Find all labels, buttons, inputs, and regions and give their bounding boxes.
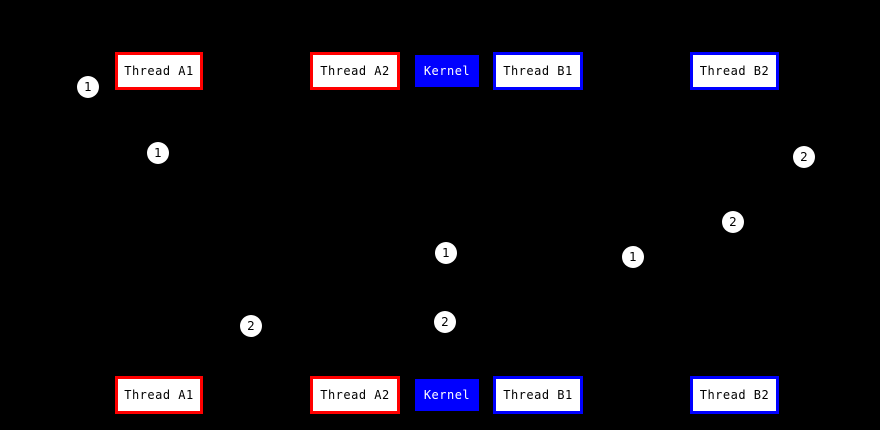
seq-marker-2a: 2 [793,146,815,168]
seq-marker-2d: 2 [434,311,456,333]
participant-label: Thread B2 [699,64,770,78]
participant-thread-b1[interactable]: Thread B1 [493,52,583,90]
seq-marker-1a: 1 [77,76,99,98]
participant-label: Thread B2 [699,388,770,402]
participant-thread-a1[interactable]: Thread A1 [115,52,203,90]
lifeline-kernel [447,87,448,379]
participant-label: Kernel [423,64,471,78]
participant-thread-b2[interactable]: Thread B2 [690,52,779,90]
msg-b2-to-kernel [446,174,734,260]
participant-thread-a2[interactable]: Thread A2 [310,376,400,414]
participant-label: Thread A1 [124,64,194,78]
seq-marker-1c: 1 [435,242,457,264]
seq-marker-2c: 2 [240,315,262,337]
seq-marker-2b: 2 [722,211,744,233]
participant-label: Thread A1 [124,388,194,402]
participant-label: Thread B1 [503,64,573,78]
seq-marker-1d: 1 [622,246,644,268]
participant-thread-b1[interactable]: Thread B1 [493,376,583,414]
lifeline-thread-a1 [159,90,160,376]
participant-label: Kernel [423,388,471,402]
participant-kernel[interactable]: Kernel [415,379,479,411]
lifeline-thread-b1 [538,90,539,376]
msg-kernel-to-b1 [446,255,538,263]
participant-label: Thread A2 [320,388,390,402]
msg-a2-return [250,329,355,336]
participant-kernel[interactable]: Kernel [415,55,479,87]
participant-thread-a1[interactable]: Thread A1 [115,376,203,414]
participant-thread-b2[interactable]: Thread B2 [690,376,779,414]
participant-label: Thread B1 [503,388,573,402]
lifeline-thread-b2 [734,90,735,376]
seq-marker-1b: 1 [147,142,169,164]
lifeline-thread-a2 [355,90,356,376]
participant-label: Thread A2 [320,64,390,78]
msg-a1-to-kernel [158,170,447,251]
participant-thread-a2[interactable]: Thread A2 [310,52,400,90]
